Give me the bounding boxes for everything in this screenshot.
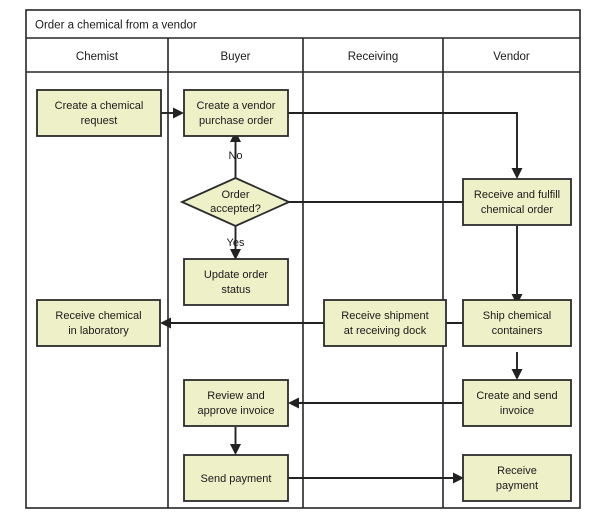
node-label-create-vendor-purchase-order-line1: Create a vendor [197, 100, 276, 112]
arrowhead-purchase-order-to-fulfill [511, 168, 523, 179]
node-box-receive-chemical-in-laboratory[interactable] [36, 299, 161, 347]
arrowhead-receive-shipment-to-laboratory [160, 317, 171, 329]
node-order-accepted[interactable]: Order accepted? [179, 177, 292, 227]
node-label-update-order-status-line1: Update order [204, 269, 269, 281]
node-label-receive-chemical-in-laboratory-line2: in laboratory [68, 325, 129, 337]
node-box-review-and-approve-invoice[interactable] [183, 379, 289, 427]
lane-header-buyer: Buyer [220, 51, 250, 63]
arrowhead-review-to-send-payment [230, 444, 241, 455]
node-box-receive-and-fulfill-chemical-order[interactable] [462, 178, 572, 226]
node-update-order-status[interactable]: Update order status [183, 258, 289, 306]
connector-purchase-order-to-fulfill [288, 112, 518, 168]
node-create-and-send-invoice[interactable]: Create and send invoice [462, 379, 572, 427]
node-label-create-chemical-request-line2: request [81, 115, 118, 127]
edge-label-yes: Yes [227, 237, 245, 249]
node-box-create-and-send-invoice[interactable] [462, 379, 572, 427]
node-label-receive-chemical-in-laboratory-line1: Receive chemical [55, 310, 141, 322]
node-label-create-and-send-invoice-line1: Create and send [476, 390, 557, 402]
node-send-payment[interactable]: Send payment [183, 454, 289, 502]
node-label-create-and-send-invoice-line2: invoice [500, 405, 534, 417]
node-box-create-chemical-request[interactable] [36, 89, 162, 137]
node-diamond-order-accepted[interactable] [179, 177, 292, 227]
node-label-create-chemical-request-line1: Create a chemical [55, 100, 144, 112]
arrowhead-request-to-purchase-order [173, 107, 184, 119]
node-create-chemical-request[interactable]: Create a chemical request [36, 89, 162, 137]
node-box-create-vendor-purchase-order[interactable] [183, 89, 289, 137]
node-label-review-and-approve-invoice-line1: Review and [207, 390, 264, 402]
arrowhead-decision-yes [230, 249, 241, 260]
node-receive-payment[interactable]: Receive payment [462, 454, 572, 502]
node-label-ship-chemical-containers-line2: containers [492, 325, 543, 337]
node-ship-chemical-containers[interactable]: Ship chemical containers [462, 299, 572, 347]
arrowhead-invoice-to-review [288, 397, 299, 409]
node-label-update-order-status-line2: status [221, 284, 251, 296]
node-box-ship-chemical-containers[interactable] [462, 299, 572, 347]
lane-header-receiving: Receiving [348, 51, 399, 63]
node-label-ship-chemical-containers-line1: Ship chemical [483, 310, 551, 322]
node-box-send-payment[interactable] [183, 454, 289, 502]
node-label-order-accepted-line2: accepted? [210, 203, 261, 215]
pool-frame [25, 9, 581, 509]
node-create-vendor-purchase-order[interactable]: Create a vendor purchase order [183, 89, 289, 137]
node-label-create-vendor-purchase-order-line2: purchase order [199, 115, 273, 127]
node-label-receive-and-fulfill-line2: chemical order [481, 204, 553, 216]
lane-header-chemist: Chemist [76, 51, 119, 63]
node-label-receive-payment-line1: Receive [497, 465, 537, 477]
node-label-receive-and-fulfill-line1: Receive and fulfill [474, 189, 560, 201]
edge-label-no: No [228, 150, 242, 162]
node-receive-chemical-in-laboratory[interactable]: Receive chemical in laboratory [36, 299, 161, 347]
node-label-send-payment-line1: Send payment [201, 473, 272, 485]
lane-header-vendor: Vendor [493, 51, 530, 63]
node-label-receive-shipment-line1: Receive shipment [341, 310, 428, 322]
arrowhead-ship-to-invoice [511, 369, 523, 380]
node-review-and-approve-invoice[interactable]: Review and approve invoice [183, 379, 289, 427]
node-box-receive-shipment-at-receiving-dock[interactable] [323, 299, 447, 347]
arrowhead-send-payment-to-receive-payment [453, 472, 464, 484]
node-label-receive-payment-line2: payment [496, 480, 538, 492]
node-box-receive-payment[interactable] [462, 454, 572, 502]
node-receive-shipment-at-receiving-dock[interactable]: Receive shipment at receiving dock [323, 299, 447, 347]
node-label-order-accepted-line1: Order [221, 189, 249, 201]
diagram-title: Order a chemical from a vendor [35, 20, 197, 32]
node-receive-and-fulfill-chemical-order[interactable]: Receive and fulfill chemical order [462, 178, 572, 226]
node-box-update-order-status[interactable] [183, 258, 289, 306]
node-label-receive-shipment-line2: at receiving dock [344, 325, 427, 337]
node-label-review-and-approve-invoice-line2: approve invoice [197, 405, 274, 417]
